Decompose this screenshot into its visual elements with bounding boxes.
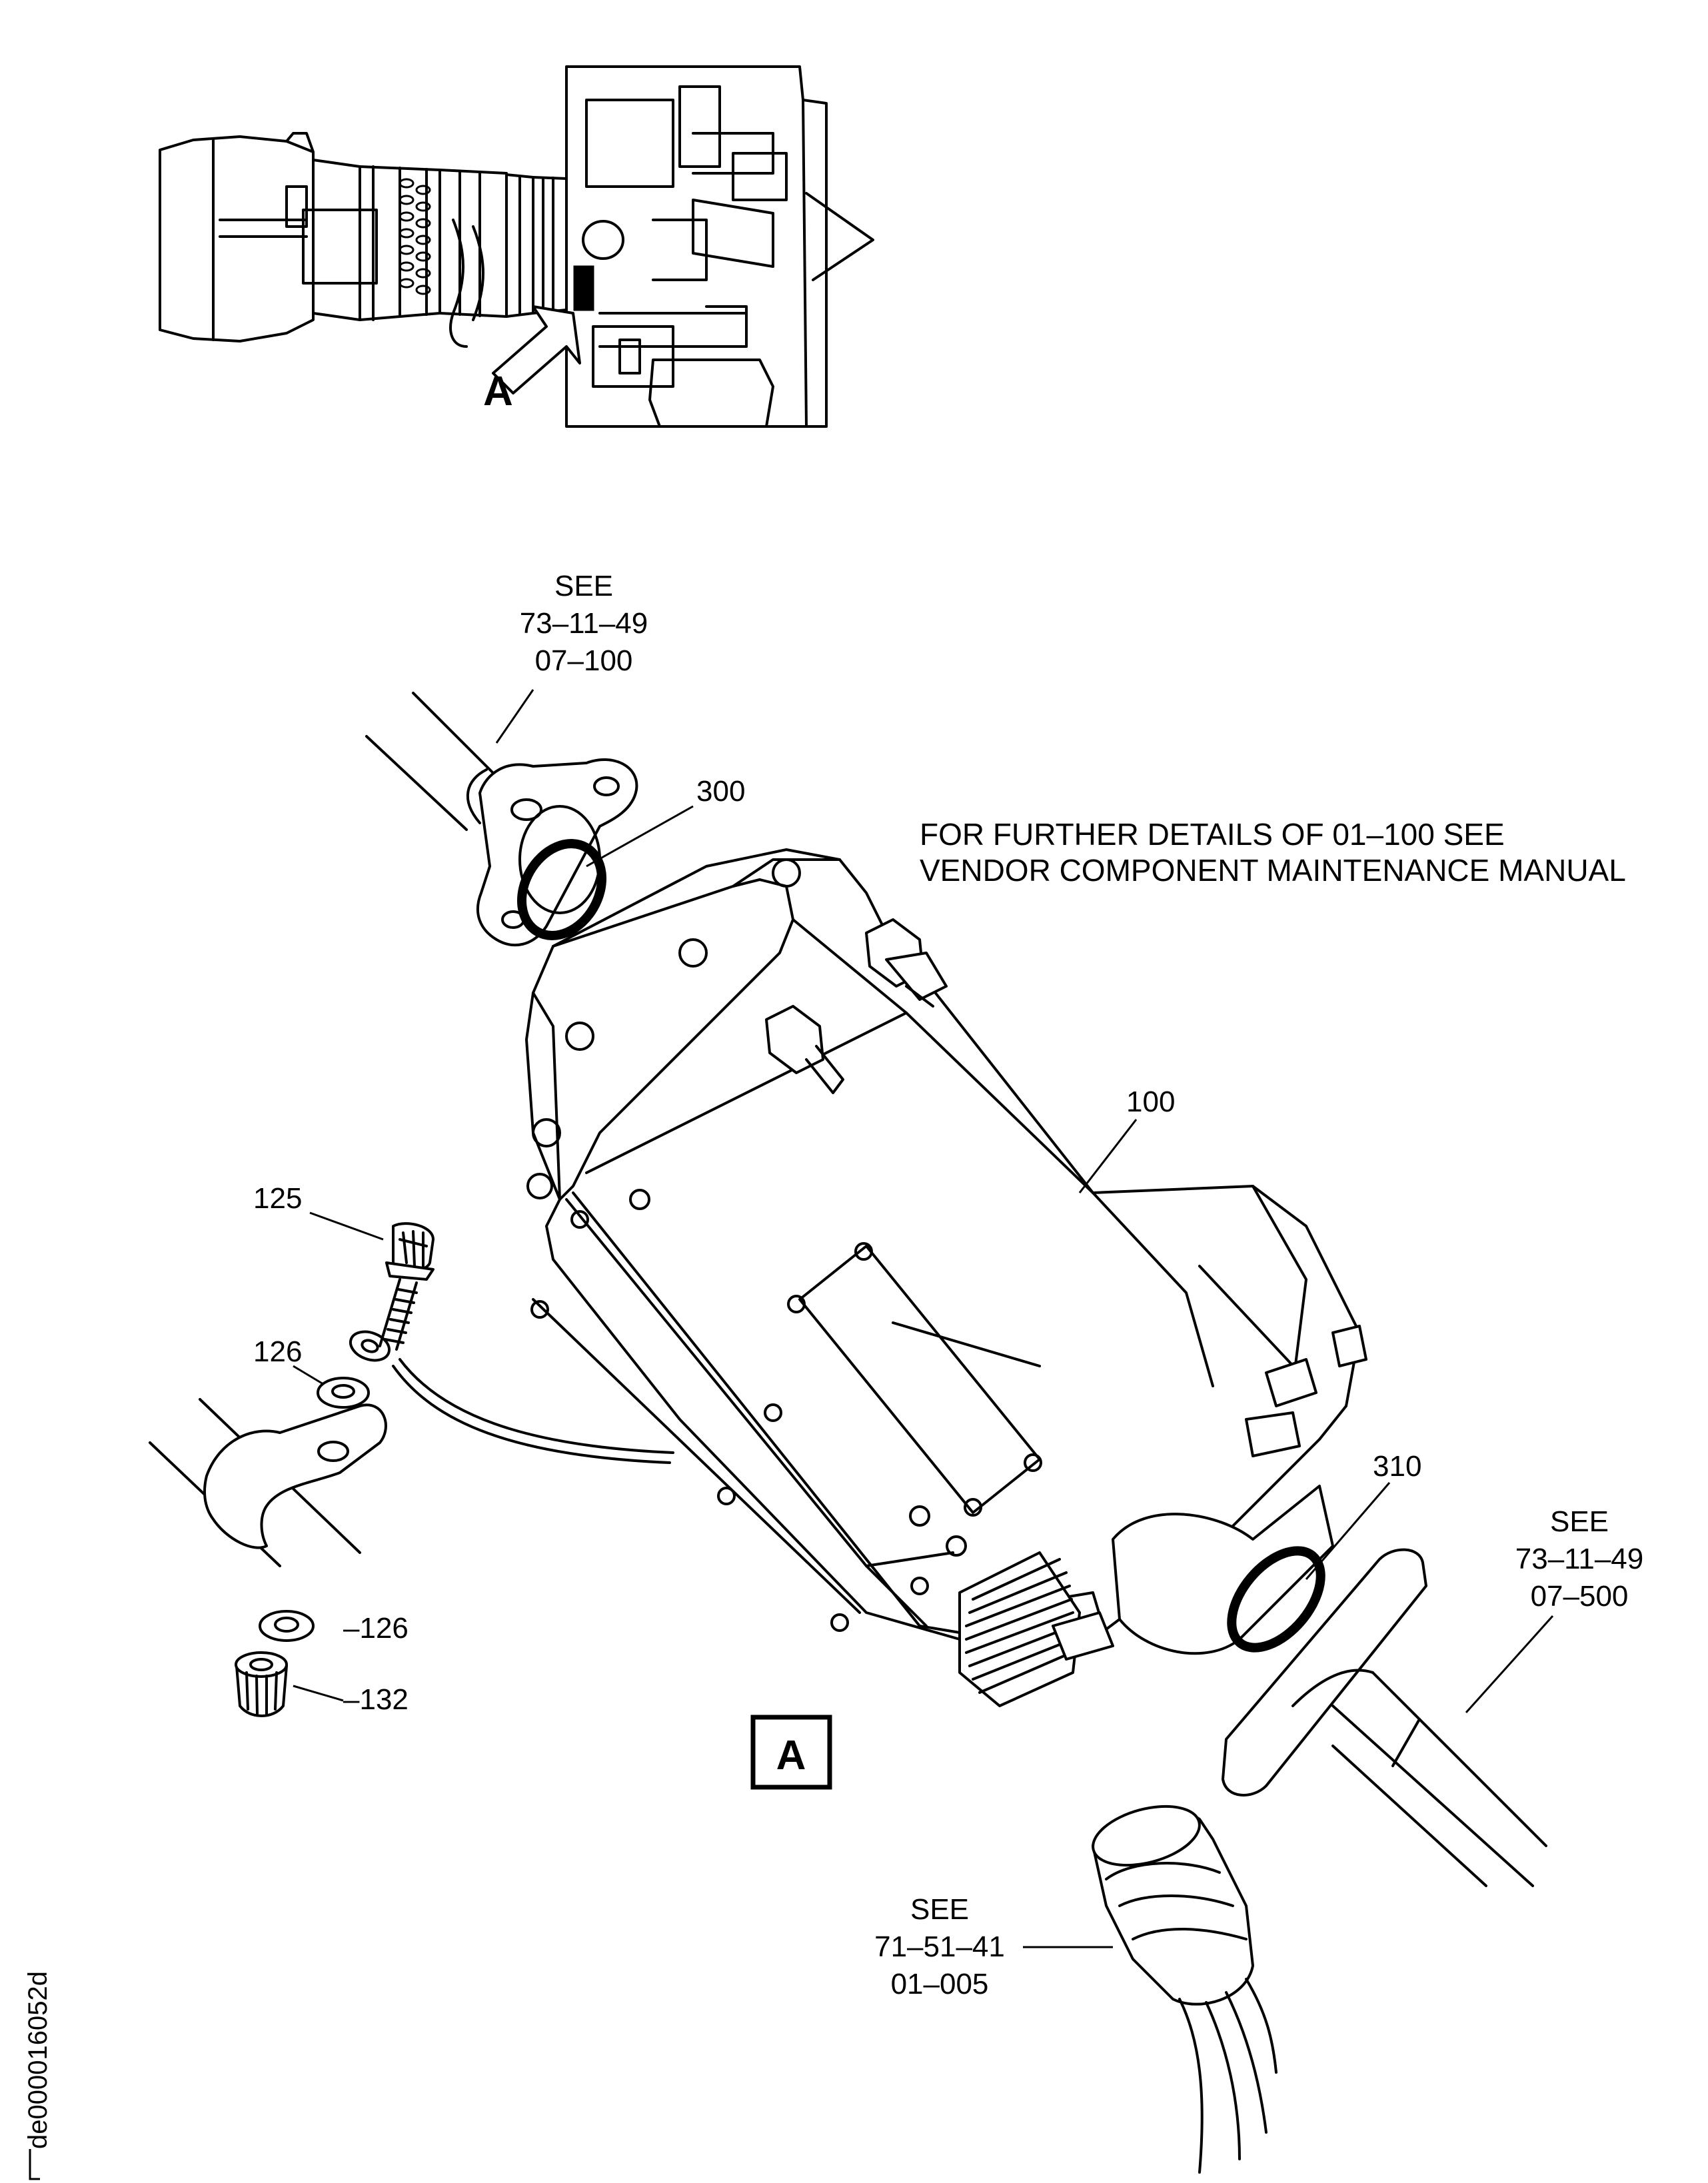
item-126-upper-label: 126	[253, 1335, 302, 1368]
right-ref-figure: 73–11–49	[1515, 1543, 1644, 1575]
drawing-code: de000016052d	[23, 1971, 53, 2180]
screw-125: 125	[253, 1182, 434, 1351]
washer-126-upper: 126	[253, 1335, 370, 1409]
right-ref-see: SEE	[1550, 1505, 1609, 1538]
vendor-note-line-2: VENDOR COMPONENT MAINTENANCE MANUAL	[920, 853, 1626, 888]
engine-locator-view: A	[159, 65, 874, 428]
top-ref-item: 07–100	[535, 644, 633, 677]
washer-126-lower: –126	[259, 1610, 409, 1645]
right-ref-item: 07–500	[1531, 1580, 1629, 1613]
top-reference-callout: SEE 73–11–49 07–100	[495, 570, 648, 744]
view-arrow-a	[492, 305, 581, 394]
item-125-label: 125	[253, 1182, 302, 1215]
o-ring-310: 310	[1227, 1450, 1421, 1653]
view-a-box-label: A	[776, 1733, 806, 1779]
o-ring-300: 300	[516, 775, 745, 940]
bottom-ref-item: 01–005	[891, 1968, 989, 2000]
item-310-label: 310	[1373, 1450, 1421, 1483]
bottom-ref-see: SEE	[910, 1893, 969, 1926]
view-arrow-label: A	[483, 368, 513, 414]
fuel-pump-location-marker	[573, 265, 594, 311]
view-a-box: A	[750, 1715, 832, 1790]
compressor-hole-pattern	[399, 178, 431, 295]
vendor-note-line-1: FOR FURTHER DETAILS OF 01–100 SEE	[920, 817, 1505, 852]
right-reference-callout: SEE 73–11–49 07–500	[1465, 1505, 1644, 1714]
bottom-ref-figure: 71–51–41	[874, 1930, 1005, 1963]
nut-132: –132	[235, 1651, 409, 1717]
clamp	[149, 1398, 387, 1567]
fuel-pump-assembly-100: 100	[525, 848, 1367, 1707]
outlet-flange	[1222, 1548, 1547, 1887]
top-ref-figure: 73–11–49	[520, 607, 648, 640]
bottom-reference-callout: SEE 71–51–41 01–005	[874, 1893, 1113, 2000]
item-132-label: –132	[343, 1683, 409, 1716]
item-126-lower-label: –126	[343, 1612, 409, 1645]
top-ref-see: SEE	[554, 570, 613, 602]
vendor-note: FOR FURTHER DETAILS OF 01–100 SEE VENDOR…	[920, 817, 1626, 888]
connector-plug	[1092, 1805, 1278, 2174]
item-100-label: 100	[1126, 1086, 1175, 1118]
ground-lead	[349, 1330, 674, 1464]
drawing-code-text: de000016052d	[23, 1971, 53, 2149]
item-300-label: 300	[696, 775, 745, 808]
